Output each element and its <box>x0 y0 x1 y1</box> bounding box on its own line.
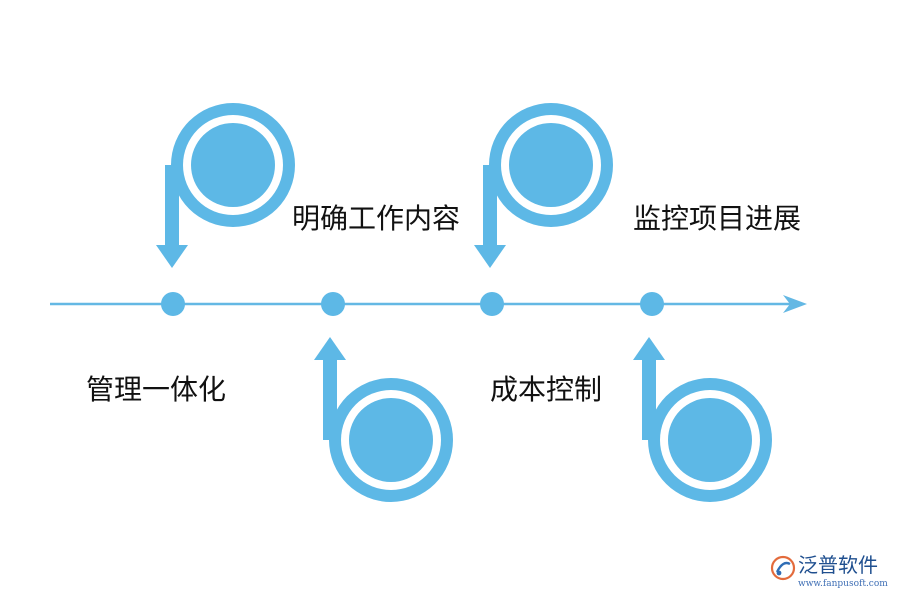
timeline-arrowhead <box>783 295 807 313</box>
brand-name: 泛普软件 <box>798 553 878 577</box>
step-label-4: 监控项目进展 <box>633 202 802 235</box>
step-label-2: 明确工作内容 <box>292 202 461 235</box>
p-shaped-arrow-icon <box>474 103 613 268</box>
step-label-1: 管理一体化 <box>86 373 227 406</box>
timeline-dot-2 <box>321 292 345 316</box>
b-shaped-arrow-icon <box>314 337 453 502</box>
step-label-3: 成本控制 <box>490 373 603 406</box>
timeline-dot-3 <box>480 292 504 316</box>
b-shaped-arrow-icon <box>633 337 772 502</box>
timeline-dot-4 <box>640 292 664 316</box>
brand-watermark: 泛普软件 www.fanpusoft.com <box>770 553 895 595</box>
brand-url: www.fanpusoft.com <box>798 579 888 589</box>
fanpu-logo-icon <box>770 555 796 581</box>
p-shaped-arrow-icon <box>156 103 295 268</box>
timeline-dot-1 <box>161 292 185 316</box>
